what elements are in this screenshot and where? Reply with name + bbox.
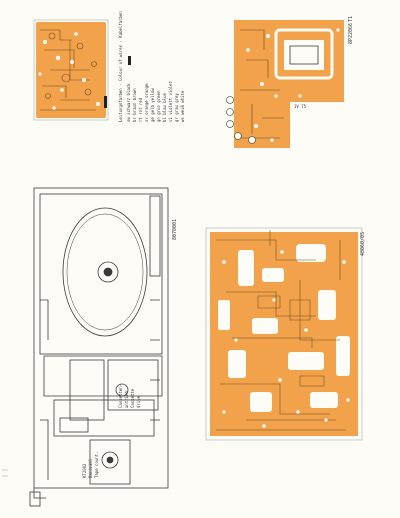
component-label: 1V 75	[294, 104, 307, 109]
legend-row: vi violett violet	[168, 81, 173, 122]
legend-row: gn grün green	[156, 90, 161, 122]
legend-row: bl blau blue	[162, 93, 167, 122]
marker-tick	[104, 96, 107, 108]
legend-title: Leitungsfarben · Colour of wires · Kabel…	[118, 11, 123, 122]
legend-row: gr grau grey	[174, 93, 179, 122]
main-pcb-code: 48060/05	[360, 231, 366, 256]
main-pcb	[205, 227, 363, 441]
legend-row: rt rot red	[138, 97, 143, 122]
legend-row: sw schwarz black	[126, 83, 131, 122]
pcb-code-label: 8P22066	[348, 22, 354, 44]
tape-mechanism-drawing	[29, 187, 169, 507]
legend-row: or orange orange	[144, 83, 149, 122]
legend-row: ws weiß white	[180, 90, 185, 122]
legend-row: br braun brown	[132, 88, 137, 122]
marker-tick	[128, 56, 131, 65]
mechanism-code: 8070001	[172, 218, 178, 240]
pcb-t-label: T1	[348, 15, 354, 22]
small-pcb-top-left	[33, 19, 109, 121]
margin-mark	[2, 469, 8, 477]
pcb-top-right	[226, 20, 344, 148]
legend-row: ge gelb yellow	[150, 88, 155, 122]
